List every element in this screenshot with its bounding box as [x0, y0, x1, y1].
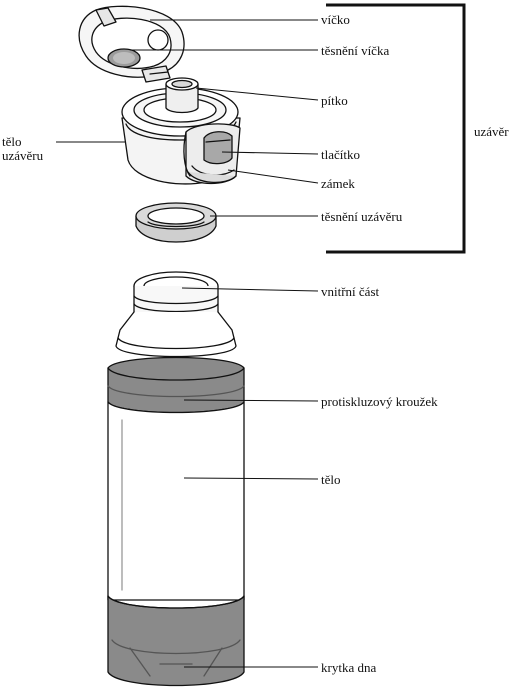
- leader-antislip-ring: [183, 399, 319, 402]
- label-spout: pítko: [321, 93, 348, 108]
- leader-lock: [227, 169, 319, 184]
- antislip-ring-drawing: [107, 356, 245, 414]
- label-cap-seal: těsnění uzávěru: [321, 209, 403, 224]
- leader-body: [183, 477, 319, 480]
- label-cap-body-line2: uzávěru: [2, 148, 44, 163]
- leader-spout: [195, 87, 319, 101]
- label-antislip-ring: protiskluzový kroužek: [321, 394, 438, 409]
- label-bottom-cover: krytka dna: [321, 660, 377, 675]
- cap-body-drawing: [121, 77, 241, 185]
- inner-part-drawing: [115, 271, 237, 358]
- label-cap-lid: víčko: [321, 12, 350, 27]
- label-button: tlačítko: [321, 147, 360, 162]
- label-cap-body-line1: tělo: [2, 134, 22, 149]
- label-cap-group: uzávěr: [474, 124, 509, 139]
- cap-lid-drawing: [78, 5, 185, 83]
- label-inner-part: vnitřní část: [321, 284, 380, 299]
- cap-seal-drawing: [135, 202, 217, 243]
- cap-group-bracket: [326, 3, 466, 254]
- label-lid-seal: těsnění víčka: [321, 43, 390, 58]
- leader-inner-part: [181, 287, 319, 292]
- leader-button: [221, 151, 319, 155]
- label-body: tělo: [321, 472, 341, 487]
- bottom-cover-drawing: [107, 595, 245, 687]
- label-lock: zámek: [321, 176, 355, 191]
- bottle-body-drawing: [107, 401, 245, 601]
